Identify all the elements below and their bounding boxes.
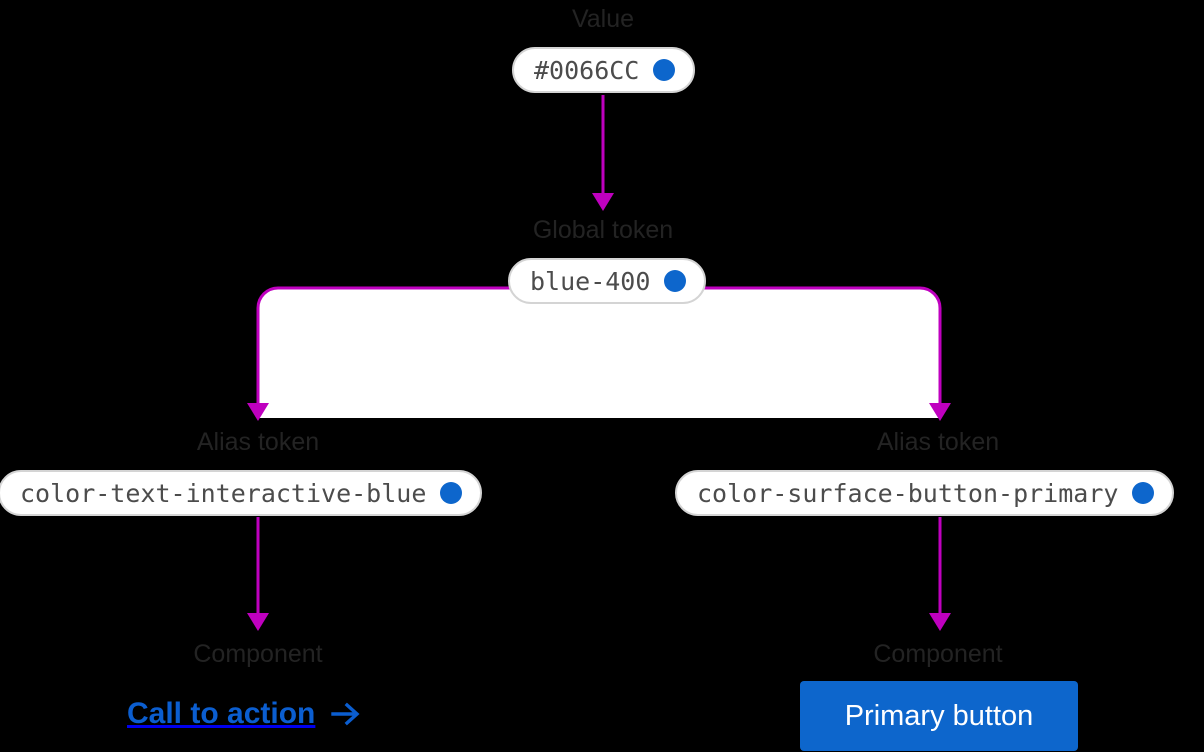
color-swatch-dot-icon bbox=[440, 482, 463, 504]
color-swatch-dot-icon bbox=[664, 270, 687, 292]
token-pill-value-text: #0066CC bbox=[534, 55, 640, 85]
primary-button[interactable]: Primary button bbox=[800, 681, 1078, 751]
arrow-right-icon bbox=[331, 702, 360, 726]
call-to-action-link[interactable]: Call to action bbox=[127, 697, 361, 731]
bracket-fill-shape bbox=[258, 287, 940, 418]
stage-label-component-left: Component bbox=[193, 640, 323, 668]
arrowhead-value-to-global bbox=[592, 193, 614, 211]
stage-label-component-right: Component bbox=[873, 640, 1003, 668]
color-swatch-dot-icon bbox=[653, 59, 676, 81]
token-pill-global-text: blue-400 bbox=[530, 266, 651, 296]
token-pill-alias-right-text: color-surface-button-primary bbox=[697, 478, 1119, 508]
stage-label-alias-token-right: Alias token bbox=[876, 428, 1000, 456]
connector-global-to-alias-left bbox=[256, 286, 603, 404]
arrowhead-global-to-alias-right bbox=[929, 403, 951, 421]
stage-label-alias-token-left: Alias token bbox=[196, 428, 320, 456]
stage-label-value: Value bbox=[571, 5, 635, 33]
connector-global-to-alias-right bbox=[603, 286, 942, 404]
stage-label-global-token: Global token bbox=[532, 216, 674, 244]
arrowhead-global-to-alias-left bbox=[247, 403, 269, 421]
token-pill-alias-left-text: color-text-interactive-blue bbox=[20, 478, 427, 508]
token-pill-value[interactable]: #0066CC bbox=[512, 47, 696, 93]
arrowhead-alias-left-to-component bbox=[247, 613, 269, 631]
token-pill-alias-text-interactive-blue[interactable]: color-text-interactive-blue bbox=[0, 470, 483, 516]
color-swatch-dot-icon bbox=[1132, 482, 1155, 504]
arrowhead-alias-right-to-component bbox=[929, 613, 951, 631]
token-pill-global[interactable]: blue-400 bbox=[508, 258, 707, 304]
call-to-action-label: Call to action bbox=[127, 697, 316, 730]
token-pill-alias-surface-button-primary[interactable]: color-surface-button-primary bbox=[675, 470, 1175, 516]
